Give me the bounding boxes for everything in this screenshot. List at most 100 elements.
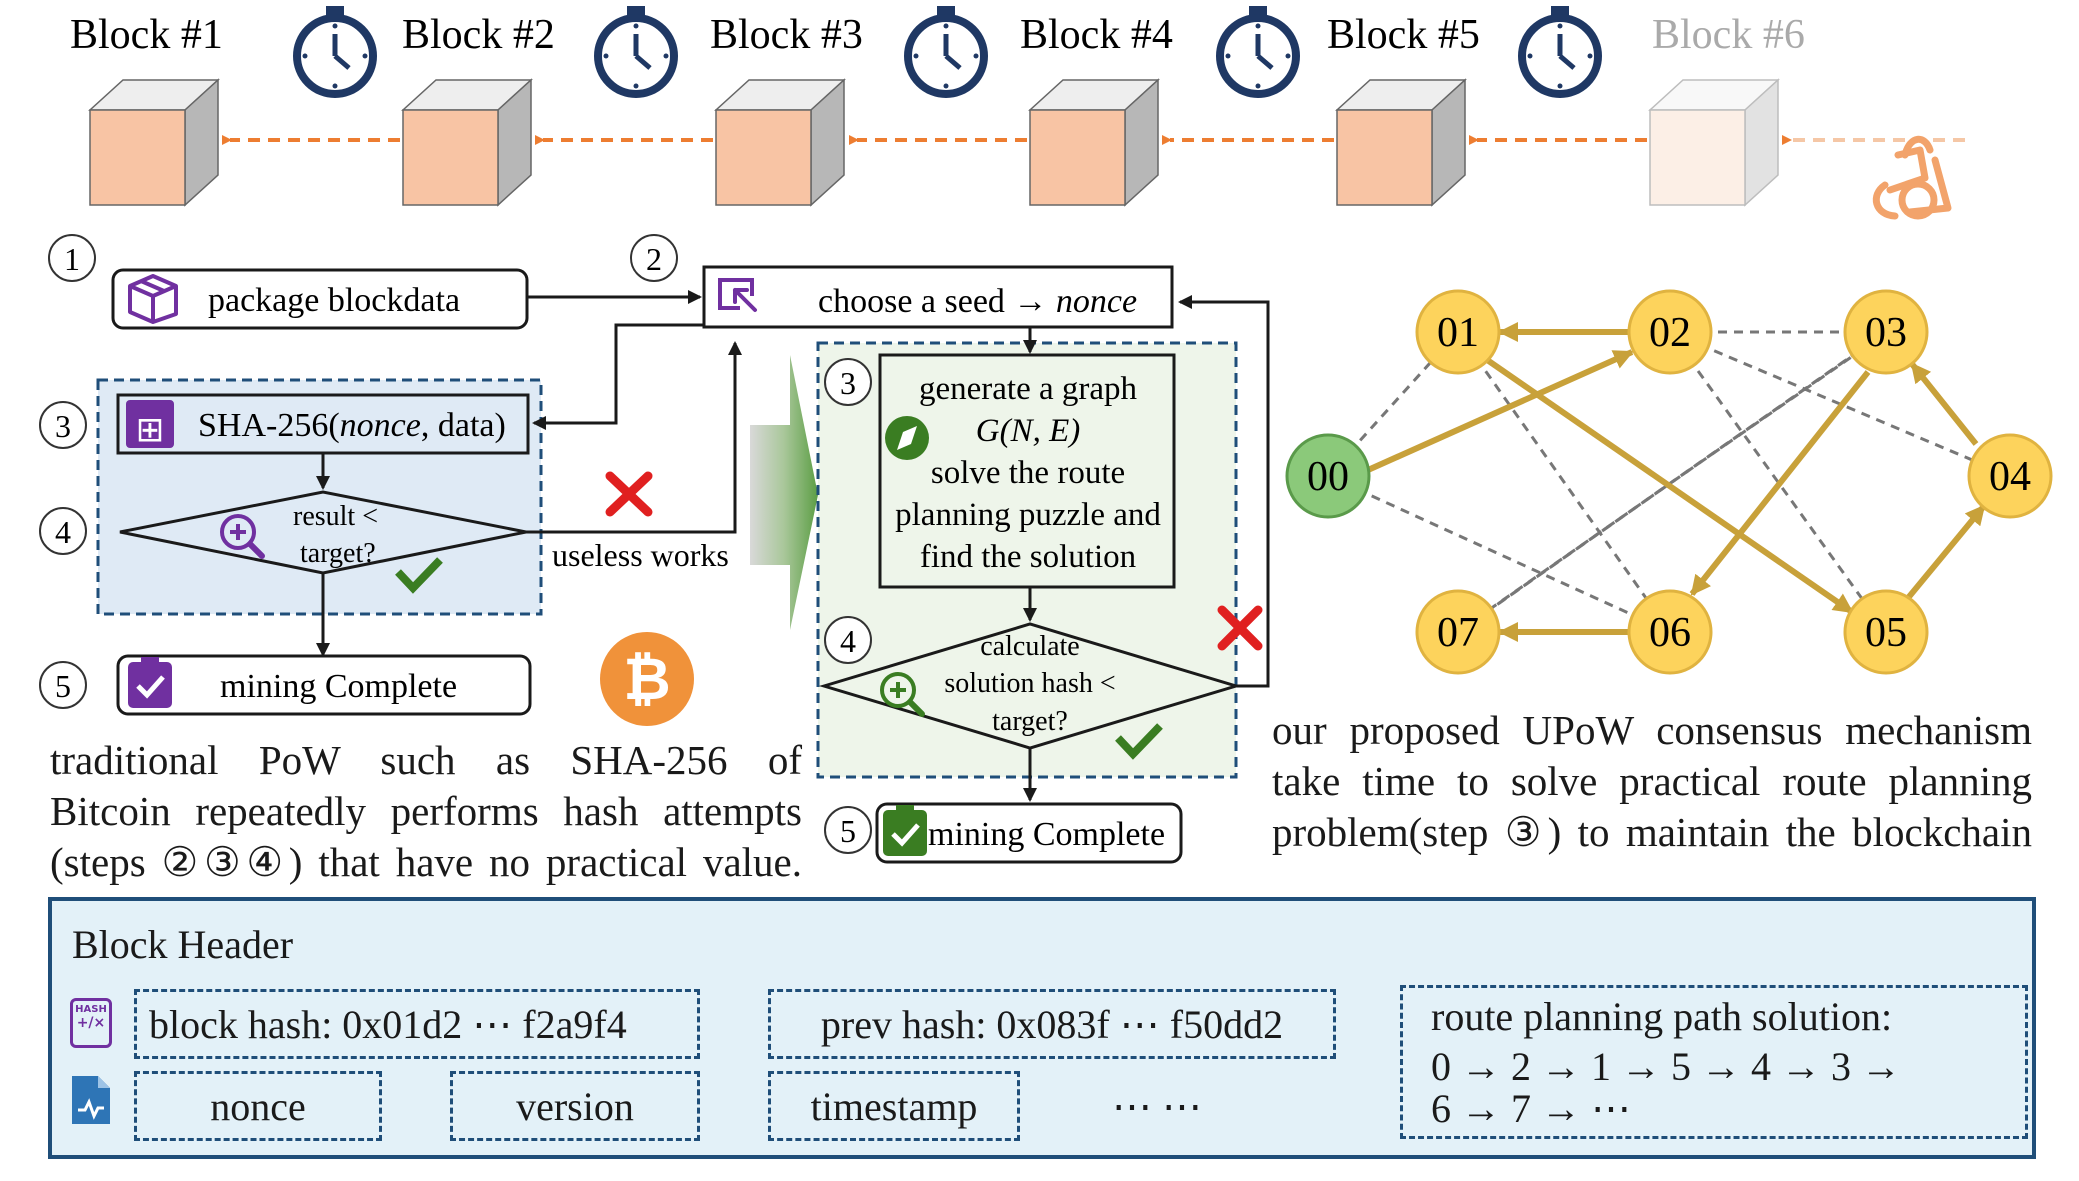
gen-line4: planning puzzle and xyxy=(895,497,1161,533)
svg-text:5: 5 xyxy=(55,668,71,704)
caption-left-line3: (steps ②③④) that have no practical value… xyxy=(50,839,802,885)
upow-flow: 3 generate a graph G(N, E) solve the rou… xyxy=(816,295,1270,864)
svg-text:3: 3 xyxy=(840,365,856,401)
block-hash-value: block hash: 0x01d2 ⋯ f2a9f4 xyxy=(149,1001,627,1047)
block-cube-5 xyxy=(1335,78,1467,207)
traditional-pow-flow: 1 2 3 4 5 package blockdata xyxy=(39,234,1174,726)
gen-line5: find the solution xyxy=(920,539,1136,575)
calc-line1: calculate xyxy=(980,631,1079,662)
prev-hash-field: prev hash: 0x083f ⋯ f50dd2 xyxy=(768,989,1336,1059)
stopwatch-icon xyxy=(594,6,678,98)
svg-text:₿: ₿ xyxy=(623,645,670,713)
caption-left-line1: traditional PoW such as SHA-256 of xyxy=(50,737,802,783)
svg-text:01: 01 xyxy=(1437,310,1479,356)
upow-caption: our proposed UPoW consensus mechanism ta… xyxy=(1272,705,2032,858)
seed-label: choose a seed → nonce xyxy=(818,283,1137,320)
route-line3: 6 → 7 → ⋯ xyxy=(1431,1086,1631,1131)
hash-icon-bottom: +/× xyxy=(76,1015,106,1031)
mining-complete-box xyxy=(116,654,532,716)
svg-text:02: 02 xyxy=(1649,310,1691,356)
svg-text:05: 05 xyxy=(1865,610,1907,656)
bitcoin-icon: ₿ xyxy=(600,632,694,726)
graph-node-01: 01 xyxy=(1415,289,1501,375)
step-marker-5: 5 xyxy=(39,661,87,709)
block-header-panel: Block Header HASH +/× block hash: 0x01d2… xyxy=(48,897,2036,1159)
gen-line3: solve the route xyxy=(931,455,1125,491)
calc-line2: solution hash < xyxy=(944,668,1115,699)
version-field: version xyxy=(450,1071,700,1141)
choose-seed-box xyxy=(702,265,1174,329)
magnifier-plus-icon xyxy=(880,672,925,717)
route-graph: 00 01 02 03 04 05 06 07 xyxy=(1285,289,2053,675)
nonce-label: nonce xyxy=(210,1083,306,1129)
generate-graph-box xyxy=(878,353,1176,589)
svg-text:04: 04 xyxy=(1989,454,2031,500)
block-label-3: Block #3 xyxy=(710,12,863,58)
result-line2: target? xyxy=(300,538,376,569)
more-fields-ellipsis: ⋯ ⋯ xyxy=(1112,1084,1202,1129)
magnifier-plus-icon xyxy=(220,514,265,559)
graph-node-03: 03 xyxy=(1843,289,1929,375)
stopwatch-icon xyxy=(293,6,377,98)
block-header-title: Block Header xyxy=(72,922,294,967)
svg-text:2: 2 xyxy=(646,241,662,277)
blockchain-row: Block #1 Block #2 Block #3 Block #4 Bloc… xyxy=(70,6,1965,220)
svg-text:⊞: ⊞ xyxy=(136,410,165,450)
block-cube-1 xyxy=(88,78,220,207)
caption-left-line2: Bitcoin repeatedly performs hash attempt… xyxy=(50,788,802,834)
graph-node-05: 05 xyxy=(1843,589,1929,675)
svg-text:00: 00 xyxy=(1307,454,1349,500)
svg-text:03: 03 xyxy=(1865,310,1907,356)
cross-icon xyxy=(605,471,653,517)
gen-line2: G(N, E) xyxy=(976,413,1080,449)
stopwatch-icon xyxy=(904,6,988,98)
svg-text:4: 4 xyxy=(840,623,856,659)
mining-complete-label: mining Complete xyxy=(220,668,457,705)
hash-icon: HASH +/× xyxy=(70,998,112,1048)
mining-complete-label-right: mining Complete xyxy=(928,816,1165,853)
block-cube-2 xyxy=(401,78,533,207)
sha256-label: SHA-256(nonce, data) xyxy=(198,407,506,444)
block-label-5: Block #5 xyxy=(1327,12,1480,58)
step-marker-5-right: 5 xyxy=(824,806,872,854)
clipboard-check-icon xyxy=(128,657,172,708)
result-line1: result < xyxy=(293,501,378,532)
stopwatch-icon xyxy=(1518,6,1602,98)
useless-works-label: useless works xyxy=(552,537,729,573)
prev-hash-value: prev hash: 0x083f ⋯ f50dd2 xyxy=(820,1001,1284,1047)
svg-text:3: 3 xyxy=(55,408,71,444)
svg-text:1: 1 xyxy=(64,241,80,277)
nonce-field: nonce xyxy=(134,1071,382,1141)
clipboard-check-icon xyxy=(883,805,927,856)
caption-right-line3: problem(step ③) to maintain the blockcha… xyxy=(1272,809,2032,855)
gen-line1: generate a graph xyxy=(919,371,1138,407)
block-cube-3 xyxy=(714,78,846,207)
traditional-pow-caption: traditional PoW such as SHA-256 of Bitco… xyxy=(50,735,802,888)
svg-text:5: 5 xyxy=(840,813,856,849)
caption-right-line1: our proposed UPoW consensus mechanism xyxy=(1272,707,2032,753)
graph-node-04: 04 xyxy=(1967,433,2053,519)
graph-node-02: 02 xyxy=(1627,289,1713,375)
block-label-1: Block #1 xyxy=(70,12,223,58)
step-marker-4-right: 4 xyxy=(824,616,872,664)
step-marker-3-right: 3 xyxy=(824,358,872,406)
block-label-6: Block #6 xyxy=(1652,12,1805,58)
mining-complete-box-right xyxy=(875,802,1183,864)
compass-icon xyxy=(885,416,929,460)
checkmark-icon xyxy=(395,557,443,594)
document-chart-icon xyxy=(70,1074,112,1126)
solution-path xyxy=(1366,322,1987,642)
block-cube-6 xyxy=(1648,78,1780,207)
version-label: version xyxy=(516,1083,634,1129)
cross-icon xyxy=(1217,605,1263,651)
candidate-edges xyxy=(1326,328,2011,634)
step-marker-1: 1 xyxy=(48,234,96,282)
package-icon xyxy=(128,274,178,324)
package-label: package blockdata xyxy=(208,282,460,319)
cursor-select-icon xyxy=(718,278,757,312)
route-line1: route planning path solution: xyxy=(1431,994,1893,1039)
calc-line3: target? xyxy=(992,706,1068,737)
svg-text:07: 07 xyxy=(1437,610,1479,656)
miner-icon xyxy=(1872,135,1952,220)
